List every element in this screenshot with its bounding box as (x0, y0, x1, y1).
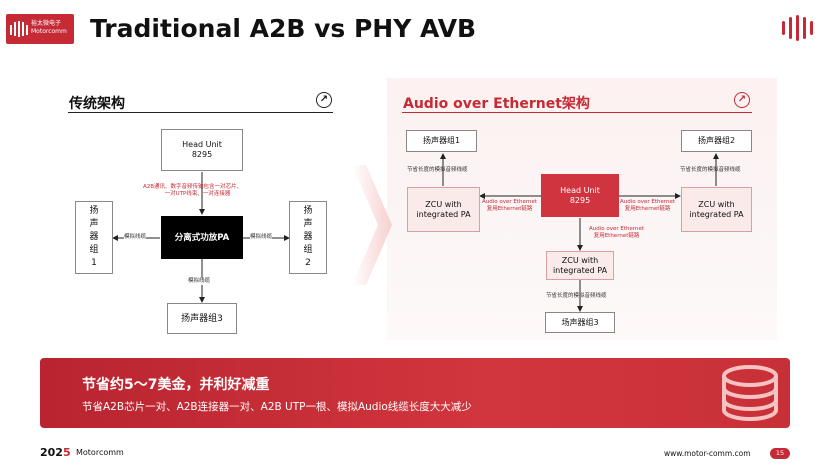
aoe-head-unit-label: Head Unit (560, 185, 600, 195)
company-logo: 裕太微电子 Motorcomm (6, 14, 74, 44)
speaker2-char: 扬 (303, 206, 313, 216)
speaker1-char: 1 (91, 258, 97, 268)
speaker2-char: 器 (303, 232, 313, 242)
left-section-underline (68, 112, 333, 113)
footer-year-accent: 5 (62, 446, 71, 459)
aoe-left-link-label: Audio over Ethernet 复用Ethernet链路 (482, 199, 537, 213)
zcu-left-line1: ZCU with (425, 199, 462, 209)
logo-text: 裕太微电子 Motorcomm (31, 20, 67, 36)
speaker2-char: 组 (303, 245, 313, 255)
aoe-right-link-label: Audio over Ethernet 复用Ethernet链路 (620, 199, 675, 213)
zcu-left-box: ZCU with integrated PA (407, 187, 480, 232)
footer-url[interactable]: www.motor-comm.com (664, 449, 751, 458)
head-unit-box: Head Unit 8295 (161, 129, 243, 171)
footer-company: Motorcomm (76, 448, 124, 457)
logo-text-en: Motorcomm (31, 28, 67, 35)
savings-headline: 节省约5～7美金，并利好减重 (82, 377, 270, 393)
head-unit-model: 8295 (191, 150, 213, 159)
discrete-amplifier-box: 分离式功放PA (161, 216, 243, 259)
zcu-bottom-line2: integrated PA (552, 265, 608, 275)
footer-year: 2025 (40, 446, 71, 459)
aoe-down-line1: Audio over Ethernet (589, 226, 645, 232)
zcu-right-line1: ZCU with (698, 199, 735, 209)
savings-banner: 节省约5～7美金，并利好减重 节省A2B芯片一对、A2B连接器一对、A2B UT… (40, 358, 790, 428)
analog-cable-down-label: 模拟线缆 (188, 278, 211, 285)
arrow-up-right-icon[interactable]: ↗ (316, 92, 332, 108)
speaker1-char: 器 (89, 232, 99, 242)
brand-bars-icon (782, 15, 813, 41)
speaker-group-1-box: 扬 声 器 组 1 (75, 201, 113, 274)
short-analog-cable-right-label: 节省长度的模拟音频线缆 (680, 167, 741, 173)
aoe-speaker-group-3-box: 场声器组3 (545, 312, 615, 333)
short-analog-cable-bottom-label: 节省长度的模拟音频线缆 (546, 293, 607, 299)
head-unit-label: Head Unit (182, 140, 222, 149)
a2b-note: A2B通讯、数字音频传输包含一对芯片、 一对UTP线束、一对连接器 (143, 184, 242, 198)
aoe-down-line2: 复用Ethernet链路 (593, 233, 640, 239)
aoe-head-unit-model: 8295 (569, 195, 591, 205)
aoe-head-unit-box: Head Unit 8295 (541, 174, 619, 217)
aoe-left-line2: 复用Ethernet链路 (486, 206, 533, 212)
short-analog-cable-left-label: 节省长度的模拟音频线缆 (407, 167, 468, 173)
speaker1-char: 组 (89, 245, 99, 255)
aoe-speaker-group-2-box: 扬声器组2 (681, 130, 752, 152)
speaker2-char: 2 (305, 258, 311, 268)
zcu-bottom-line1: ZCU with (561, 255, 599, 265)
aoe-left-line1: Audio over Ethernet (482, 199, 538, 205)
right-section-title: Audio over Ethernet架构 (403, 96, 590, 112)
speaker1-char: 扬 (89, 206, 99, 216)
speaker1-char: 声 (89, 219, 99, 229)
left-section-title: 传统架构 (69, 96, 125, 112)
slide-title: Traditional A2B vs PHY AVB (90, 14, 477, 43)
analog-cable-right-label: 模拟线缆 (250, 234, 273, 241)
a2b-note-line1: A2B通讯、数字音频传输包含一对芯片、 (143, 184, 243, 190)
savings-detail: 节省A2B芯片一对、A2B连接器一对、A2B UTP一根、模拟Audio线缆长度… (82, 401, 472, 413)
database-icon (722, 365, 778, 421)
zcu-right-box: ZCU with integrated PA (681, 187, 752, 232)
speaker-group-3-box: 扬声器组3 (167, 303, 237, 334)
logo-bars-icon (10, 21, 28, 37)
aoe-right-line1: Audio over Ethernet (620, 199, 676, 205)
zcu-bottom-box: ZCU with integrated PA (546, 251, 614, 280)
zcu-left-line2: integrated PA (416, 209, 471, 219)
page-number-badge: 15 (770, 448, 790, 459)
aoe-right-line2: 复用Ethernet链路 (624, 206, 671, 212)
aoe-speaker-group-1-box: 扬声器组1 (406, 130, 477, 152)
zcu-right-line2: integrated PA (689, 209, 744, 219)
speaker-group-2-box: 扬 声 器 组 2 (289, 201, 327, 274)
a2b-note-line2: 一对UTP线束、一对连接器 (164, 191, 231, 197)
analog-cable-left-label: 模拟线缆 (124, 234, 147, 241)
logo-text-cn: 裕太微电子 (31, 20, 62, 27)
aoe-down-link-label: Audio over Ethernet 复用Ethernet链路 (589, 226, 644, 240)
speaker2-char: 声 (303, 219, 313, 229)
right-section-underline (402, 112, 752, 113)
footer-year-prefix: 202 (40, 446, 63, 459)
chevron-right-icon (352, 165, 392, 285)
arrow-up-right-icon[interactable]: ↗ (734, 92, 750, 108)
